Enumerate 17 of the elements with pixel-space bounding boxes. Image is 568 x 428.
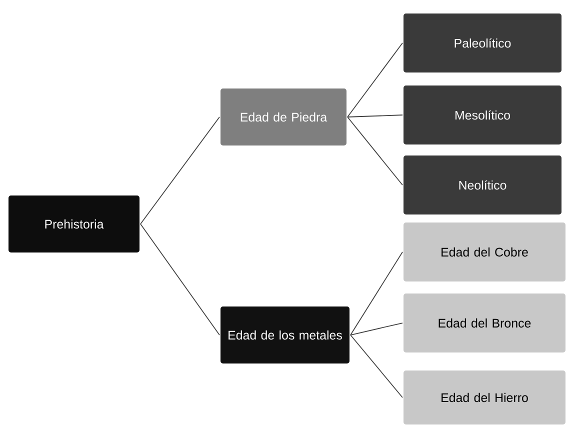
connector-line: [140, 224, 220, 336]
category-box: Edad de los metales: [220, 306, 350, 364]
connector-line: [140, 116, 220, 224]
category-box: Mesolítico: [402, 84, 562, 146]
category-box: Edad del Bronce: [402, 292, 566, 354]
connector-line: [347, 114, 403, 118]
category-box: Edad de Piedra: [220, 88, 348, 146]
connector-line: [350, 322, 403, 336]
connector-line: [347, 42, 403, 118]
category-box: Prehistoria: [8, 194, 140, 254]
category-box: Edad del Hierro: [402, 370, 566, 426]
category-box: Edad del Cobre: [402, 222, 566, 282]
category-box: Neolítico: [402, 154, 562, 216]
category-box: Paleolítico: [402, 12, 562, 74]
connector-line: [347, 116, 403, 186]
connector-line: [350, 252, 403, 336]
connector-line: [350, 334, 403, 398]
